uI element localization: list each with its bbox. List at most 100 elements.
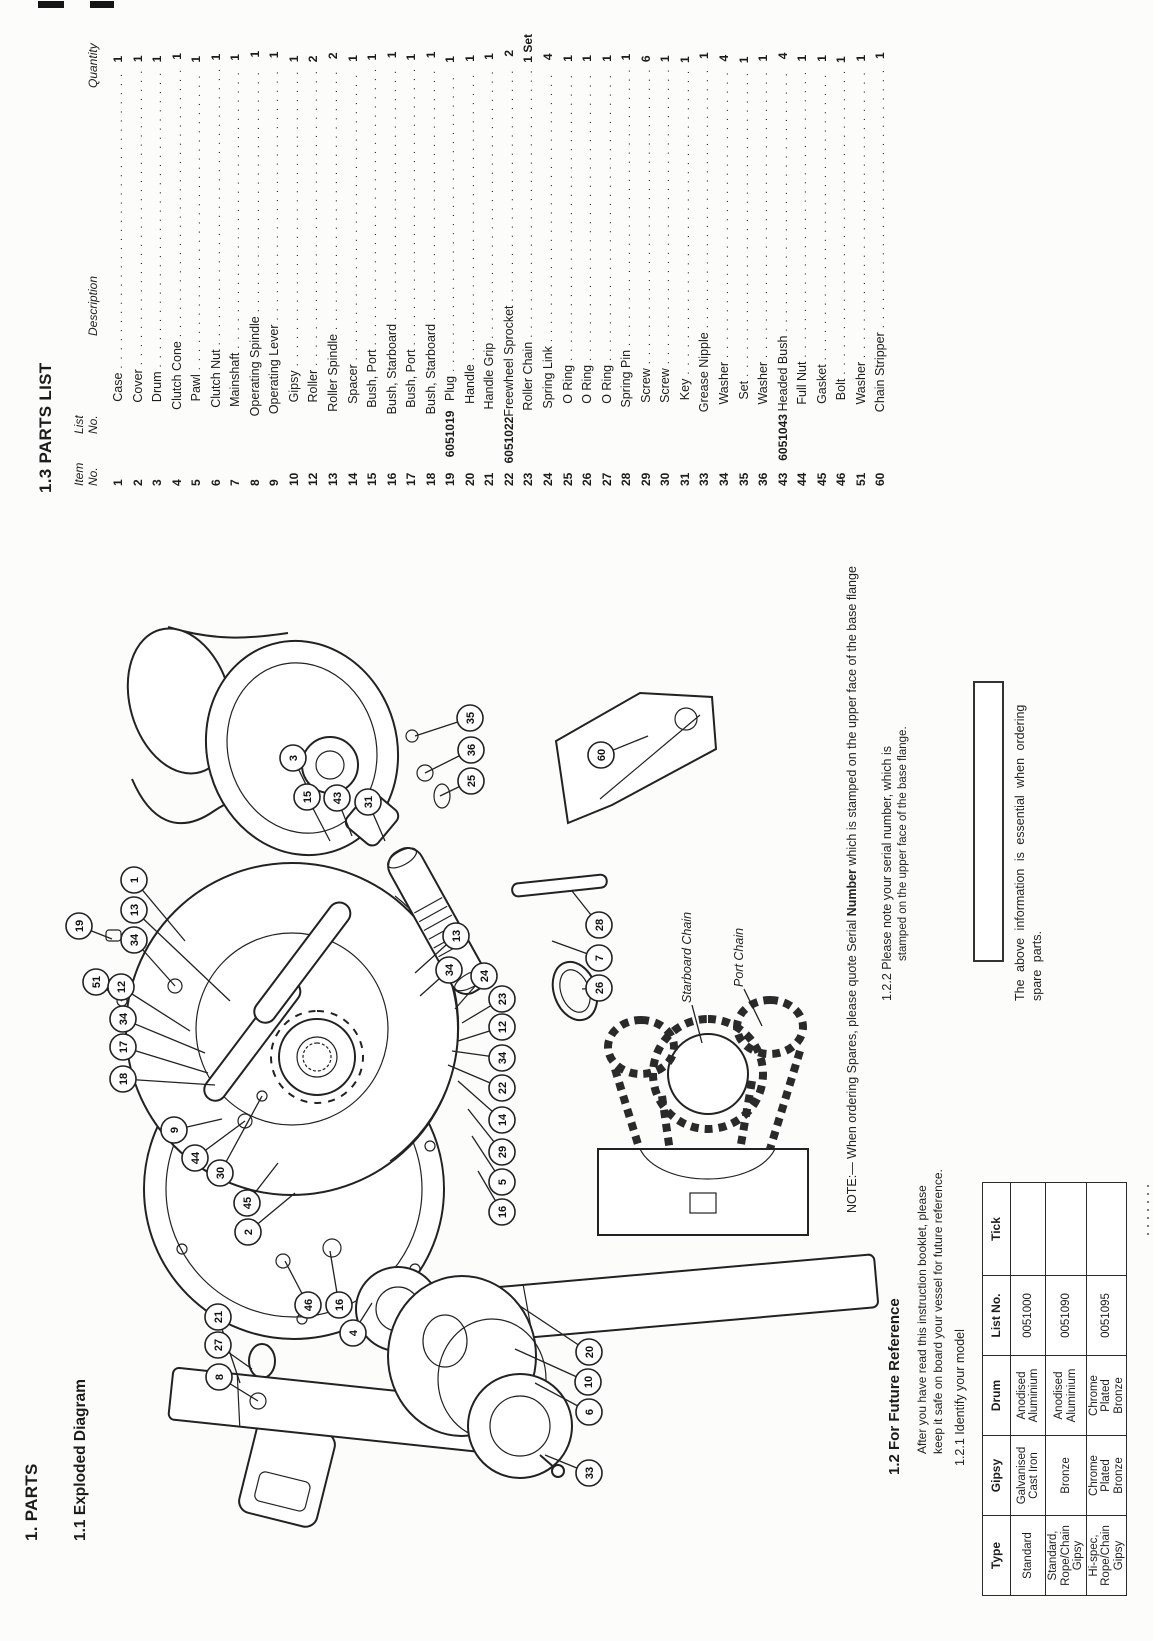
dot-leader bbox=[289, 70, 301, 366]
quantity: 4 bbox=[716, 54, 731, 62]
part-description: Roller Spindle bbox=[326, 333, 341, 412]
balloon-callout-4: 4 bbox=[339, 1302, 373, 1347]
ordering-info-line2: spare parts. bbox=[1030, 930, 1044, 1001]
base-plate-part bbox=[597, 1148, 809, 1236]
model-table-cell bbox=[1045, 1182, 1086, 1276]
svg-text:34: 34 bbox=[497, 1051, 509, 1064]
svg-text:34: 34 bbox=[444, 963, 456, 976]
part-description: Bolt bbox=[834, 378, 849, 401]
svg-text:14: 14 bbox=[497, 1113, 509, 1126]
balloon-callout-23: 23 bbox=[461, 985, 516, 1024]
svg-text:10: 10 bbox=[583, 1376, 595, 1388]
svg-text:7: 7 bbox=[594, 955, 606, 961]
item-no: 31 bbox=[677, 472, 692, 486]
balloon-callout-13: 13 bbox=[120, 896, 231, 1002]
quantity: 1 bbox=[384, 51, 399, 59]
dot-leader bbox=[680, 71, 692, 375]
part-description: Washer bbox=[853, 361, 868, 405]
drum-part bbox=[126, 626, 400, 857]
part-description: Washer bbox=[716, 361, 731, 405]
part-description: O Ring bbox=[560, 364, 575, 404]
item-no: 26 bbox=[580, 472, 595, 486]
chain-assembly bbox=[597, 996, 809, 1236]
quantity: 1 bbox=[130, 55, 145, 63]
quantity: 1 bbox=[834, 56, 849, 63]
dot-leader bbox=[172, 68, 184, 337]
parts-row: 30Screw1 bbox=[658, 34, 678, 486]
small-o-ring-part bbox=[248, 1343, 276, 1379]
dot-leader bbox=[269, 66, 281, 320]
parts-row: 31Key1 bbox=[678, 34, 698, 486]
svg-text:30: 30 bbox=[215, 1167, 227, 1179]
parts-list: 1Case12Cover13Drum14Clutch Cone15Pawl16C… bbox=[111, 34, 893, 486]
svg-text:34: 34 bbox=[129, 933, 141, 946]
column-header-quantity: Quantity bbox=[86, 43, 100, 88]
svg-text:35: 35 bbox=[465, 712, 477, 724]
item-no: 8 bbox=[247, 479, 262, 486]
quantity: 1 bbox=[462, 55, 477, 62]
roller-spindle-part bbox=[203, 901, 352, 1102]
dot-leader bbox=[230, 69, 242, 349]
model-table-column: Type bbox=[982, 1515, 1011, 1596]
ordering-info: The above information is essential when … bbox=[1012, 603, 1046, 1001]
model-table-cell: Hi-spec, Rope/Chain Gipsy bbox=[1086, 1515, 1127, 1596]
parts-row: 46Bolt1 bbox=[834, 34, 854, 486]
balloon-callout-34: 34 bbox=[120, 926, 176, 987]
svg-text:44: 44 bbox=[190, 1151, 202, 1164]
item-no: 25 bbox=[560, 472, 575, 486]
svg-text:25: 25 bbox=[466, 775, 478, 787]
item-no: 45 bbox=[814, 472, 829, 486]
model-table-cell: Anodised Aluminium bbox=[1010, 1355, 1046, 1436]
svg-text:17: 17 bbox=[118, 1041, 130, 1053]
svg-text:15: 15 bbox=[302, 791, 314, 803]
svg-text:60: 60 bbox=[596, 749, 608, 761]
parts-row: 26O Ring1 bbox=[580, 34, 600, 486]
item-no: 23 bbox=[521, 472, 536, 486]
part-description: Clutch Nut bbox=[208, 349, 223, 408]
parts-row: 36Washer1 bbox=[756, 34, 776, 486]
quantity: 1 bbox=[404, 53, 419, 61]
quantity: 2 bbox=[326, 52, 341, 60]
parts-row: 51Washer1 bbox=[854, 34, 874, 486]
serial-note-line1: 1.2.2 Please note your serial number, wh… bbox=[880, 746, 894, 1001]
serial-note: 1.2.2 Please note your serial number, wh… bbox=[880, 601, 911, 1001]
column-header-description: Description bbox=[86, 275, 100, 336]
quantity: 1 bbox=[228, 54, 243, 61]
svg-text:16: 16 bbox=[334, 1299, 346, 1311]
clutch-stack bbox=[355, 1266, 573, 1479]
quantity: 1 bbox=[189, 55, 204, 63]
svg-text:13: 13 bbox=[451, 930, 463, 942]
list-no: 6051043 bbox=[775, 414, 790, 461]
dot-leader bbox=[152, 70, 164, 367]
handle-knob-part bbox=[238, 1418, 336, 1528]
balloon-callout-19: 19 bbox=[65, 912, 113, 940]
column-header-item-no: Item No. bbox=[72, 462, 100, 486]
balloon-callout-46: 46 bbox=[284, 1260, 322, 1319]
balloon-callout-34: 34 bbox=[109, 1005, 206, 1054]
dot-leader bbox=[484, 68, 496, 339]
balloon-callout-20: 20 bbox=[519, 1305, 603, 1366]
part-description: Full Nut bbox=[795, 361, 810, 405]
part-description: Bush, Port bbox=[365, 349, 380, 408]
dot-leader bbox=[817, 70, 829, 361]
balloon-callout-43: 43 bbox=[323, 784, 353, 837]
svg-text:33: 33 bbox=[584, 1467, 596, 1479]
item-no: 4 bbox=[169, 479, 184, 486]
chain-stripper-part bbox=[554, 691, 718, 825]
identify-model-title: 1.2.1 Identify your model bbox=[953, 1329, 967, 1466]
balloon-callout-17: 17 bbox=[109, 1033, 209, 1074]
future-reference-title: 1.2 For Future Reference bbox=[886, 1298, 903, 1475]
dot-leader bbox=[719, 70, 731, 358]
item-no: 5 bbox=[189, 479, 204, 486]
svg-text:29: 29 bbox=[497, 1146, 509, 1158]
